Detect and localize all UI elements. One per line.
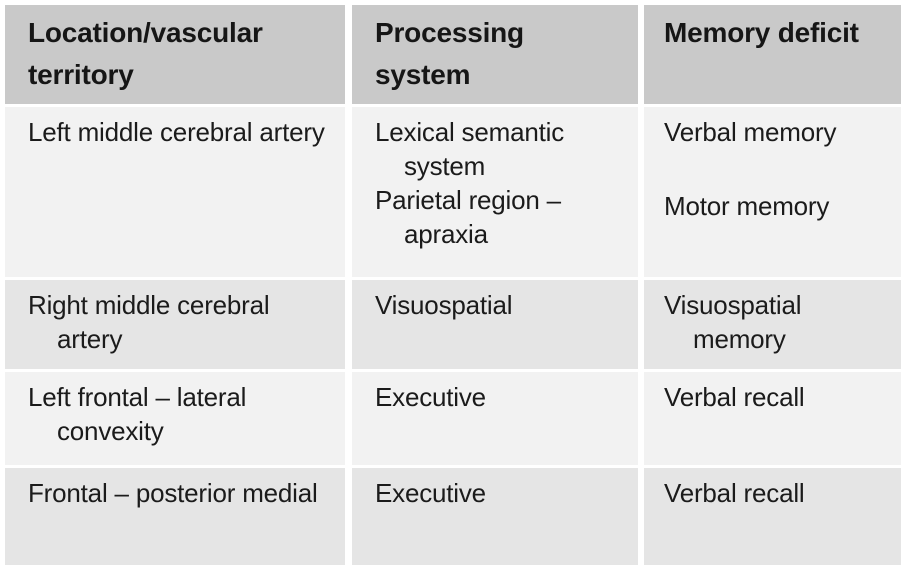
cell-text: Verbal recall <box>664 478 805 508</box>
cell-text: Frontal – posterior medial <box>28 478 318 508</box>
cell-memory: Verbal recall <box>644 372 901 465</box>
cell-text: Lexical semantic system <box>375 117 564 181</box>
cell-text: Parietal region – apraxia <box>375 185 561 249</box>
cell-location: Frontal – posterior medial <box>5 468 345 565</box>
column-header-location: Location/vascular territory <box>5 5 345 104</box>
column-header-location-label: Location/vascular territory <box>28 17 263 90</box>
cell-text: Right middle cerebral artery <box>28 290 270 354</box>
cell-location: Left middle cerebral artery <box>5 107 345 277</box>
cell-location: Right middle cerebral artery <box>5 280 345 369</box>
cell-text: Left frontal – lateral convexity <box>28 382 247 446</box>
column-header-memory-label: Memory deficit <box>664 17 859 48</box>
cell-text: Visuospatial memory <box>664 290 802 354</box>
cell-text: Left middle cerebral artery <box>28 117 325 147</box>
cell-memory: Verbal recall <box>644 468 901 565</box>
table-row-frontal-posterior: Frontal – posterior medial Executive Ver… <box>5 468 901 565</box>
cell-memory: Visuospatial memory <box>644 280 901 369</box>
cell-text: Verbal memory <box>664 117 837 147</box>
cell-processing: Lexical semantic system Parietal region … <box>352 107 638 277</box>
cell-memory: Verbal memory Motor memory <box>644 107 901 277</box>
table-row-left-mca: Left middle cerebral artery Lexical sema… <box>5 107 901 277</box>
table-row-left-frontal: Left frontal – lateral convexity Executi… <box>5 372 901 465</box>
table-header-row: Location/vascular territory Processing s… <box>5 5 901 104</box>
cell-text: Visuospatial <box>375 290 513 320</box>
cell-processing: Executive <box>352 372 638 465</box>
table-row-right-mca: Right middle cerebral artery Visuospatia… <box>5 280 901 369</box>
column-header-processing-label: Processing system <box>375 17 524 90</box>
cell-text: Executive <box>375 478 486 508</box>
cell-location: Left frontal – lateral convexity <box>5 372 345 465</box>
column-header-processing: Processing system <box>352 5 638 104</box>
cell-text: Executive <box>375 382 486 412</box>
cell-processing: Executive <box>352 468 638 565</box>
cell-text: Motor memory <box>664 191 830 221</box>
cell-processing: Visuospatial <box>352 280 638 369</box>
cell-text: Verbal recall <box>664 382 805 412</box>
column-header-memory: Memory deficit <box>644 5 901 104</box>
